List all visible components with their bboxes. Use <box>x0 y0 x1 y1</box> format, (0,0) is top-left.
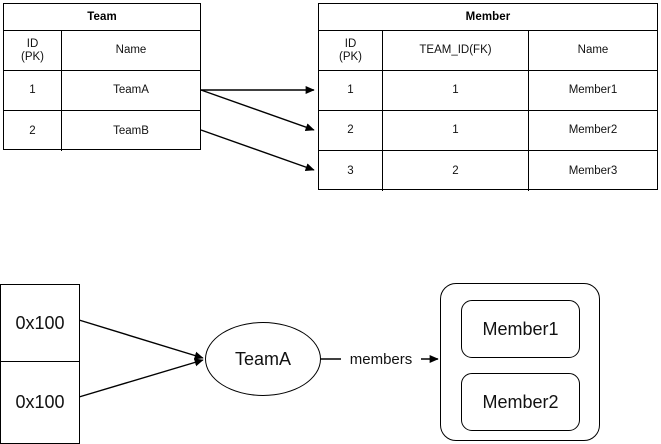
members-edge-label: members <box>341 349 421 370</box>
member-row2-team-id: 1 <box>383 111 529 150</box>
team-column-name: Name <box>115 44 147 56</box>
member-table-header-row: ID (PK) TEAM_ID(FK) Name <box>319 31 657 71</box>
member-row3-team-id: 2 <box>383 151 529 191</box>
member-chip-2: Member2 <box>461 373 580 431</box>
reference-cell-top: 0x100 <box>1 285 79 362</box>
reference-box: 0x100 0x100 <box>0 284 80 444</box>
member-column-id: ID (PK) <box>319 31 383 70</box>
table-row: 3 2 Member3 <box>319 151 657 191</box>
er-relation-arrows <box>200 85 315 171</box>
member-row2-name: Member2 <box>568 124 618 136</box>
member-row1-name: Member1 <box>568 84 618 96</box>
relation-arrow-team2-member3 <box>200 129 315 171</box>
member-column-name: Name <box>577 44 609 56</box>
member-row2-id: 2 <box>319 111 383 150</box>
team-column-id: ID (PK) <box>4 31 62 70</box>
member-row3-name: Member3 <box>568 164 618 177</box>
reference-cell-bottom: 0x100 <box>15 392 65 412</box>
reference-arrow-top <box>78 319 204 360</box>
team-table: Team ID (PK) Name 1 TeamA 2 TeamB <box>3 3 201 151</box>
team-table-title: Team <box>4 4 200 31</box>
member-column-team-id: TEAM_ID(FK) <box>383 31 529 70</box>
member-table-title: Member <box>319 4 657 31</box>
table-row: 1 1 Member1 <box>319 71 657 111</box>
team-row2-name: TeamB <box>113 124 149 137</box>
member-row1-id: 1 <box>319 71 383 110</box>
team-object-node: TeamA <box>205 322 321 396</box>
table-row: 1 TeamA <box>4 71 200 111</box>
member-chip-1: Member1 <box>461 300 580 358</box>
team-table-header-row: ID (PK) Name <box>4 31 200 71</box>
member-row1-team-id: 1 <box>383 71 529 110</box>
member-table: Member ID (PK) TEAM_ID(FK) Name 1 1 Memb… <box>318 3 658 191</box>
team-row1-name: TeamA <box>113 84 149 96</box>
object-reference-arrows <box>78 319 204 398</box>
member-row3-id: 3 <box>319 151 383 191</box>
team-row1-id: 1 <box>4 71 62 110</box>
relation-arrow-team1-member2 <box>200 89 315 131</box>
team-row2-id: 2 <box>4 111 62 151</box>
table-row: 2 TeamB <box>4 111 200 151</box>
reference-arrow-bottom <box>78 358 204 398</box>
table-row: 2 1 Member2 <box>319 111 657 151</box>
